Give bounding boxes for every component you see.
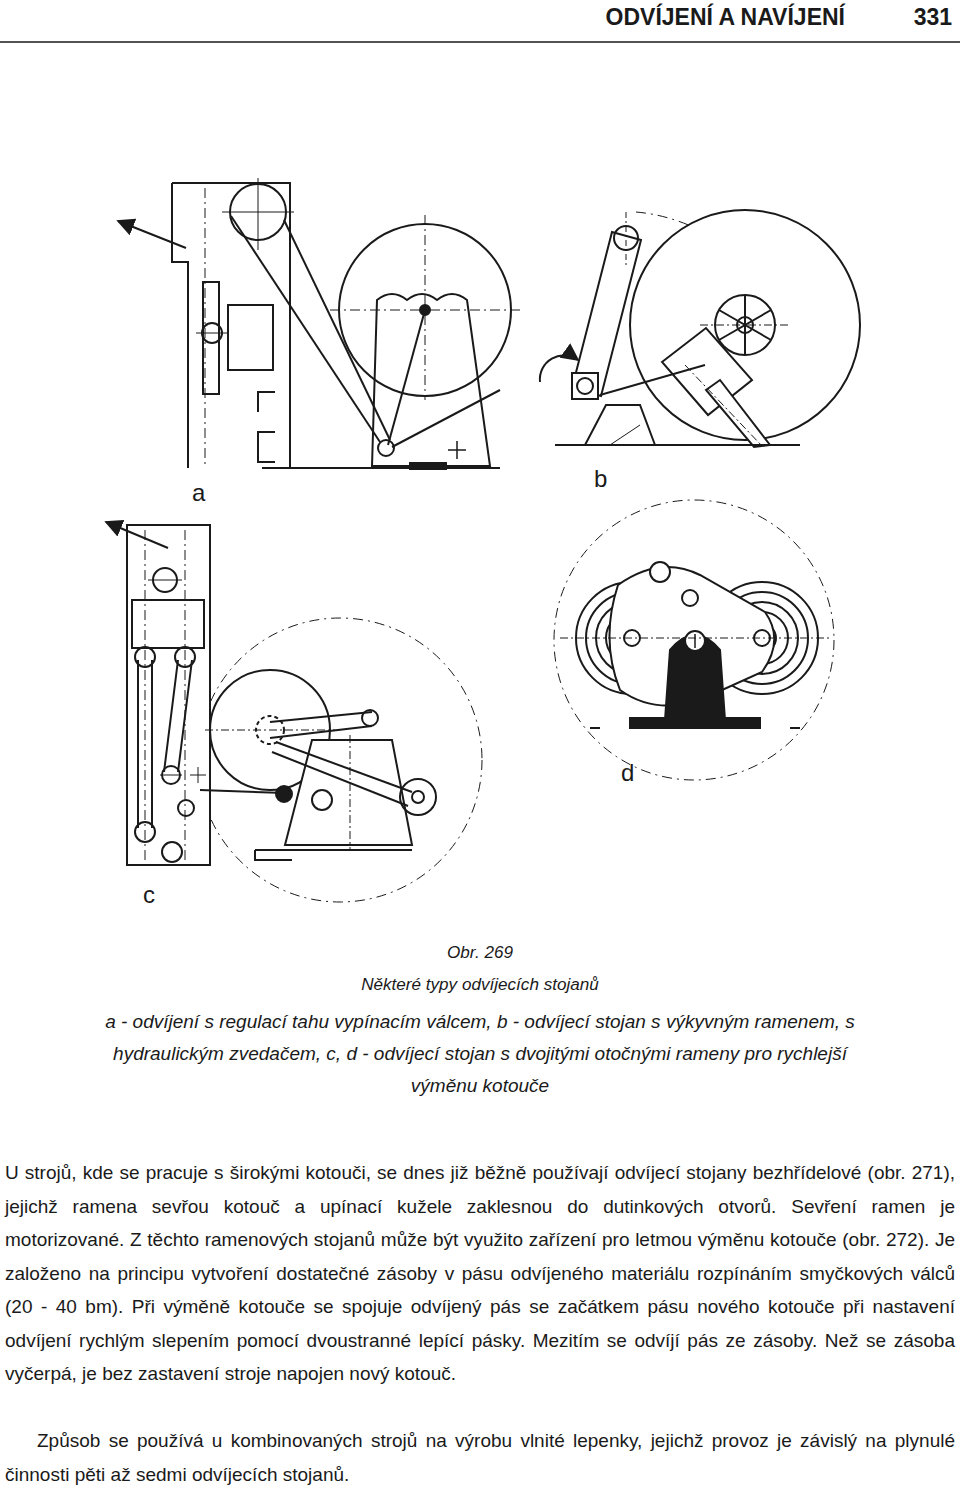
body-paragraph: U strojů, kde se pracuje s širokými koto… (5, 1156, 955, 1391)
text-slot: d (621, 758, 651, 788)
text-slot: Některé typy odvíjecích stojanů (0, 974, 960, 995)
figure-letter: a (192, 478, 222, 508)
figure-letter: c (143, 880, 173, 910)
text-slot: a - odvíjení s regulací tahu vypínacím v… (95, 1006, 865, 1102)
text-slot: U strojů, kde se pracuje s širokými koto… (5, 1156, 955, 1391)
figure-letter: d (621, 758, 651, 788)
figure-letter: b (594, 464, 624, 494)
figure-number: Obr. 269 (0, 942, 960, 963)
figure-title: Některé typy odvíjecích stojanů (0, 974, 960, 995)
figure-c (106, 522, 482, 902)
body-paragraph: Způsob se používá u kombinovaných strojů… (5, 1424, 955, 1491)
text-slot: Obr. 269 (0, 942, 960, 963)
text-slot: b (594, 464, 624, 494)
header-rule (0, 41, 960, 43)
figure-legend: a - odvíjení s regulací tahu vypínacím v… (95, 1006, 865, 1102)
running-head: ODVÍJENÍ A NAVÍJENÍ (470, 3, 845, 32)
text-slot: 331 (860, 3, 952, 32)
text-slot: ODVÍJENÍ A NAVÍJENÍ (470, 3, 845, 32)
figure-d (554, 500, 834, 780)
text-slot: Způsob se používá u kombinovaných strojů… (5, 1424, 955, 1491)
figure-a (118, 178, 520, 469)
page-number: 331 (860, 3, 952, 32)
figure-b (540, 210, 860, 447)
text-slot: c (143, 880, 173, 910)
text-slot: a (192, 478, 222, 508)
